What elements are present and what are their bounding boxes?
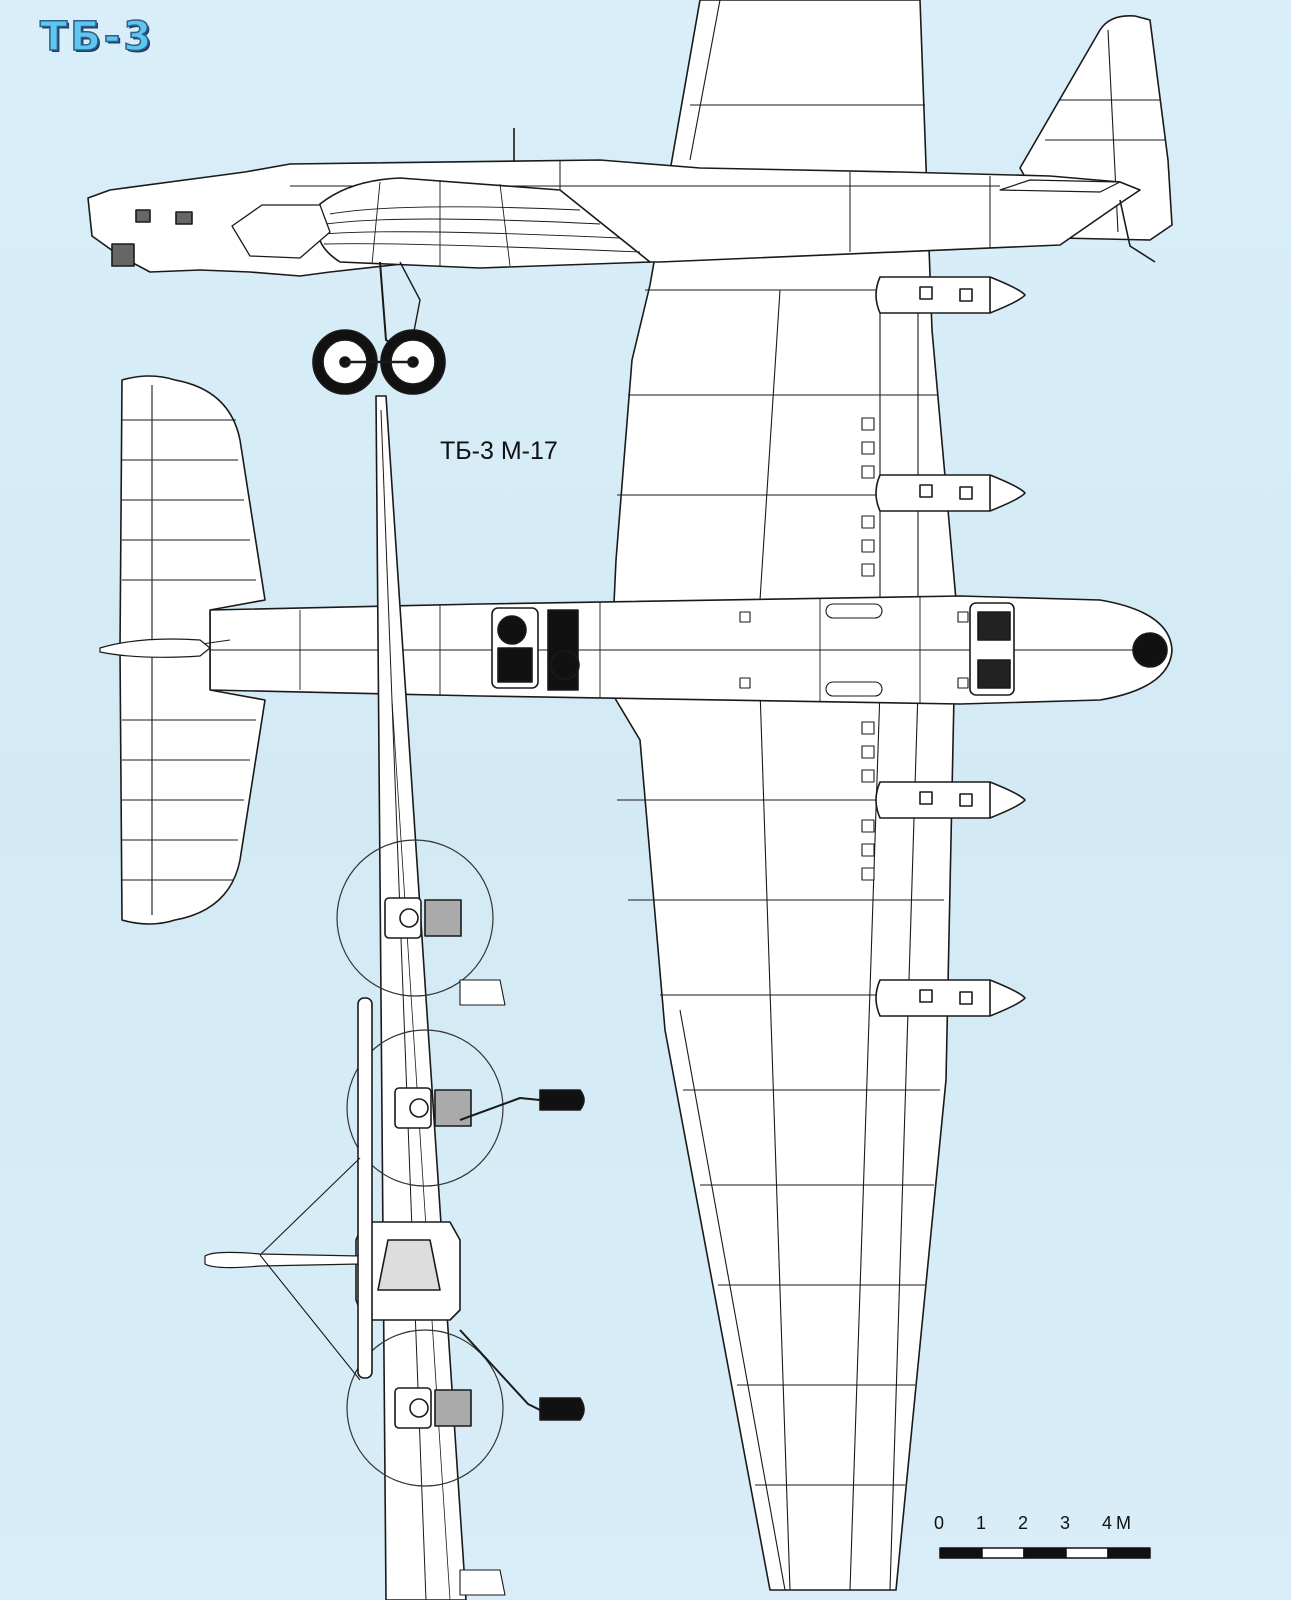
wing-planform — [609, 0, 957, 1591]
scale-tick-4: 4 — [1102, 1513, 1113, 1533]
scale-tick-1: 1 — [976, 1513, 987, 1533]
landing-gear — [312, 261, 446, 395]
side-view — [87, 14, 1173, 395]
top-view — [99, 0, 1173, 1591]
engine-nacelles-top — [875, 276, 1026, 1017]
wing-hatches — [739, 417, 969, 881]
propeller-discs — [336, 839, 504, 1487]
scale-unit: М — [1116, 1513, 1131, 1533]
wing-ribs — [617, 0, 948, 1591]
scale-tick-0: 0 — [934, 1513, 945, 1533]
scale-tick-2: 2 — [1018, 1513, 1029, 1533]
scale-tick-3: 3 — [1060, 1513, 1071, 1533]
variant-label: ТБ-3 М-17 — [440, 437, 558, 465]
scale-bar — [939, 1547, 1151, 1559]
engines-front — [355, 897, 472, 1429]
title-logo: ТБ-3 — [39, 13, 155, 61]
front-view — [204, 395, 585, 1600]
